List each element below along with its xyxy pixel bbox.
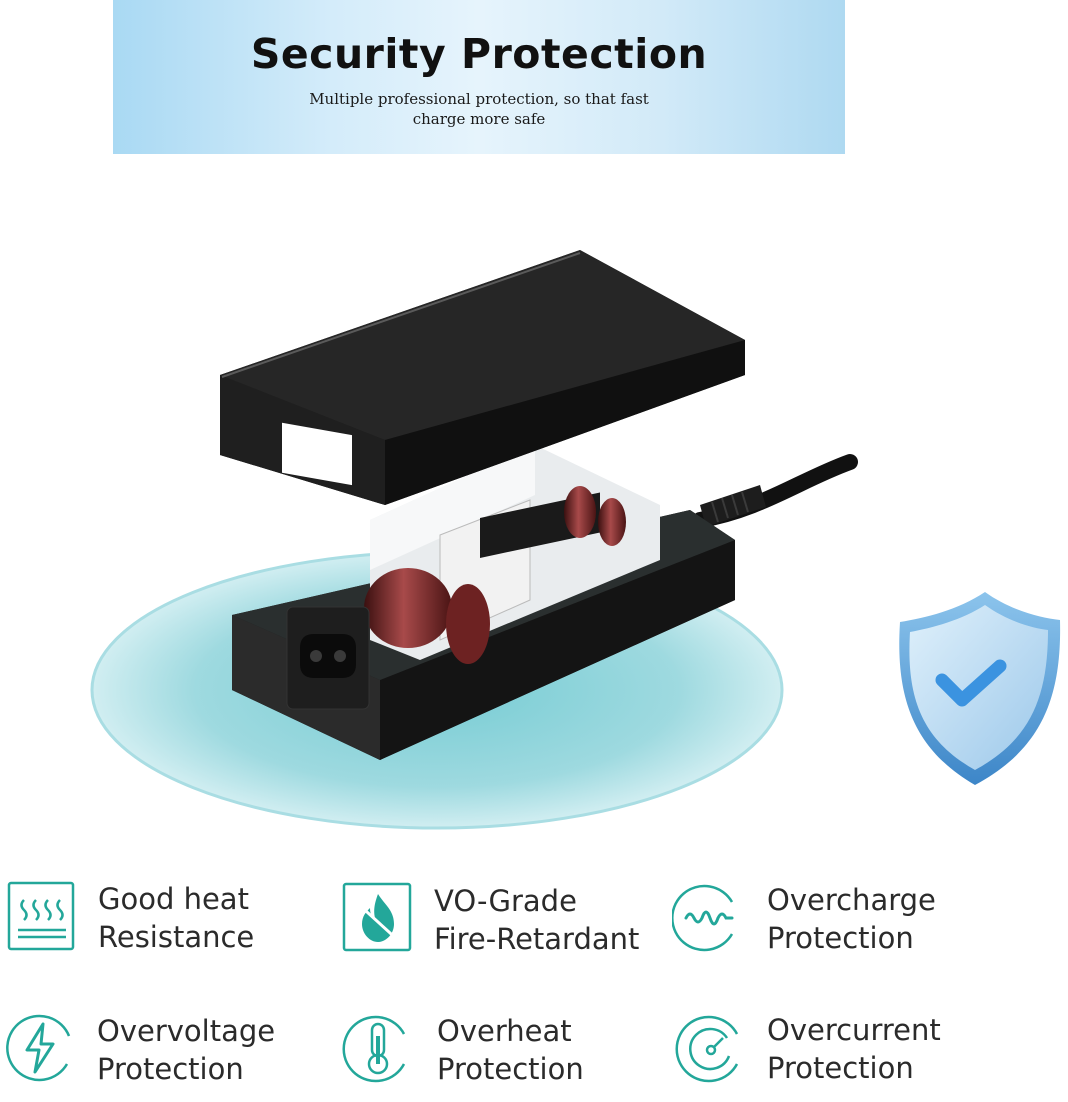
- feature-text: VO-Grade Fire-Retardant: [434, 882, 639, 958]
- feature-overcurrent-protection: Overcurrent Protection: [675, 1012, 1005, 1102]
- thermometer-icon: [342, 1015, 406, 1083]
- feature-line2: Protection: [767, 921, 914, 955]
- banner-subtitle-line1: Multiple professional protection, so tha…: [309, 90, 649, 108]
- feature-line1: Overvoltage: [97, 1014, 276, 1048]
- feature-line2: Protection: [97, 1052, 244, 1086]
- feature-line1: Overcharge: [767, 883, 936, 917]
- banner-subtitle: Multiple professional protection, so tha…: [113, 89, 845, 129]
- feature-line2: Protection: [437, 1052, 584, 1086]
- feature-text: Overheat Protection: [437, 1012, 584, 1088]
- gauge-icon: [675, 1015, 739, 1083]
- feature-text: Overcurrent Protection: [767, 1011, 941, 1087]
- feature-text: Overcharge Protection: [767, 881, 936, 957]
- shield-check-icon: [899, 592, 1061, 785]
- feature-text: Overvoltage Protection: [97, 1012, 275, 1088]
- wave-icon: [672, 884, 734, 952]
- feature-fire-retardant: VO-Grade Fire-Retardant: [342, 882, 672, 972]
- feature-overcharge-protection: Overcharge Protection: [672, 882, 1002, 972]
- feature-heat-resistance: Good heat Resistance: [6, 880, 336, 970]
- feature-line1: Overheat: [437, 1014, 572, 1048]
- feature-line1: Overcurrent: [767, 1013, 941, 1047]
- feature-line2: Fire-Retardant: [434, 922, 640, 956]
- header-banner: Security Protection Multiple professiona…: [113, 0, 845, 154]
- banner-title: Security Protection: [250, 30, 708, 78]
- heat-waves-icon: [7, 881, 75, 951]
- feature-text: Good heat Resistance: [98, 880, 254, 956]
- lightning-icon: [6, 1014, 71, 1082]
- flame-icon: [342, 882, 412, 952]
- product-illustration: [90, 250, 1061, 830]
- feature-overheat-protection: Overheat Protection: [342, 1012, 672, 1102]
- feature-overvoltage-protection: Overvoltage Protection: [5, 1012, 335, 1102]
- feature-line2: Resistance: [98, 920, 255, 954]
- banner-subtitle-line2: charge more safe: [412, 110, 546, 128]
- feature-line2: Protection: [767, 1051, 914, 1085]
- feature-line1: Good heat: [98, 882, 249, 916]
- feature-line1: VO-Grade: [434, 884, 577, 918]
